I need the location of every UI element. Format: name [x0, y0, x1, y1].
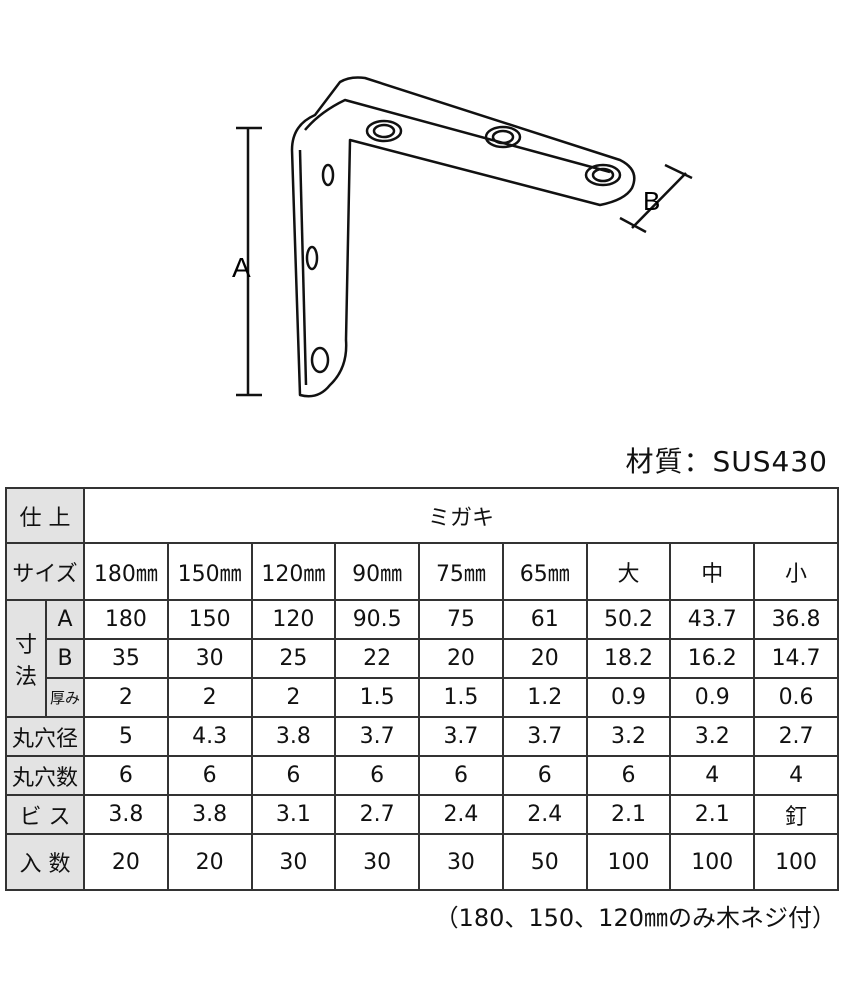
table-cell: 30	[334, 833, 421, 891]
table-cell: 100	[669, 833, 756, 891]
row-label: ビ ス	[5, 794, 85, 835]
table-cell: 2	[83, 677, 169, 718]
material-label: 材質：SUS430	[625, 445, 828, 478]
size-header: 中	[669, 542, 756, 601]
table-cell: 3.2	[669, 716, 756, 757]
table-cell: 20	[83, 833, 169, 891]
table-cell: 50.2	[585, 599, 672, 640]
size-header: 小	[753, 542, 839, 601]
table-cell: 61	[501, 599, 588, 640]
table-cell: 150	[166, 599, 253, 640]
row-label: 厚み	[45, 677, 85, 718]
table-cell: 6	[334, 755, 421, 796]
size-header: 75㎜	[418, 542, 504, 601]
footnote: （180、150、120㎜のみ木ネジ付）	[434, 904, 836, 932]
table-row: 仕 上 ミガキ	[5, 487, 839, 544]
table-cell: 3.7	[418, 716, 504, 757]
table-cell: 16.2	[669, 638, 756, 679]
finish-value: ミガキ	[83, 487, 839, 544]
size-header: 120㎜	[250, 542, 337, 601]
table-cell: 3.8	[166, 794, 253, 835]
table-cell: 35	[83, 638, 169, 679]
table-cell: 90.5	[334, 599, 421, 640]
table-cell: 0.9	[669, 677, 756, 718]
table-cell: 30	[166, 638, 253, 679]
table-cell: 180	[83, 599, 169, 640]
table-cell: 120	[250, 599, 337, 640]
table-cell: 6	[501, 755, 588, 796]
table-cell: 14.7	[753, 638, 839, 679]
table-cell: 75	[418, 599, 504, 640]
table-cell: 30	[418, 833, 504, 891]
table-cell: 1.5	[418, 677, 504, 718]
table-cell: 3.8	[250, 716, 337, 757]
table-cell: 18.2	[585, 638, 672, 679]
row-label: 丸穴径	[5, 716, 85, 757]
table-cell: 4	[753, 755, 839, 796]
table-cell: 2.7	[334, 794, 421, 835]
table-cell: 2.1	[585, 794, 672, 835]
row-label: 丸穴数	[5, 755, 85, 796]
table-cell: 20	[166, 833, 253, 891]
table-cell: 6	[418, 755, 504, 796]
label-b: B	[643, 186, 660, 216]
table-cell: 5	[83, 716, 169, 757]
table-cell: 3.7	[334, 716, 421, 757]
label-a: A	[232, 252, 251, 283]
table-cell: 2.1	[669, 794, 756, 835]
table-cell: 2	[166, 677, 253, 718]
size-label: サイズ	[5, 542, 85, 601]
row-label: A	[45, 599, 85, 640]
size-header: 150㎜	[166, 542, 253, 601]
table-cell: 4	[669, 755, 756, 796]
dimension-label: 寸法	[5, 599, 47, 718]
table-cell: 30	[250, 833, 337, 891]
row-label: B	[45, 638, 85, 679]
table-cell: 4.3	[166, 716, 253, 757]
table-cell: 20	[501, 638, 588, 679]
table-cell: 36.8	[753, 599, 839, 640]
bracket-diagram: A B	[232, 76, 693, 398]
table-cell: 2.7	[753, 716, 839, 757]
table-cell: 6	[166, 755, 253, 796]
table-cell: 43.7	[669, 599, 756, 640]
table-cell: 100	[753, 833, 839, 891]
table-cell: 1.5	[334, 677, 421, 718]
table-cell: 2.4	[418, 794, 504, 835]
table-cell: 3.1	[250, 794, 337, 835]
table-cell: 50	[501, 833, 588, 891]
table-cell: 0.6	[753, 677, 839, 718]
table-cell: 1.2	[501, 677, 588, 718]
table-cell: 6	[250, 755, 337, 796]
table-cell: 2.4	[501, 794, 588, 835]
finish-label: 仕 上	[5, 487, 85, 544]
size-header: 180㎜	[83, 542, 169, 601]
table-cell: 100	[585, 833, 672, 891]
table-cell: 3.7	[501, 716, 588, 757]
table-cell: 2	[250, 677, 337, 718]
table-cell: 20	[418, 638, 504, 679]
table-cell: 3.8	[83, 794, 169, 835]
table-cell: 釘	[753, 794, 839, 835]
table-cell: 3.2	[585, 716, 672, 757]
size-header: 90㎜	[334, 542, 421, 601]
size-header: 65㎜	[501, 542, 588, 601]
size-header: 大	[585, 542, 672, 601]
table-cell: 6	[83, 755, 169, 796]
table-cell: 25	[250, 638, 337, 679]
row-label: 入 数	[5, 833, 85, 891]
table-cell: 22	[334, 638, 421, 679]
table-cell: 6	[585, 755, 672, 796]
table-cell: 0.9	[585, 677, 672, 718]
